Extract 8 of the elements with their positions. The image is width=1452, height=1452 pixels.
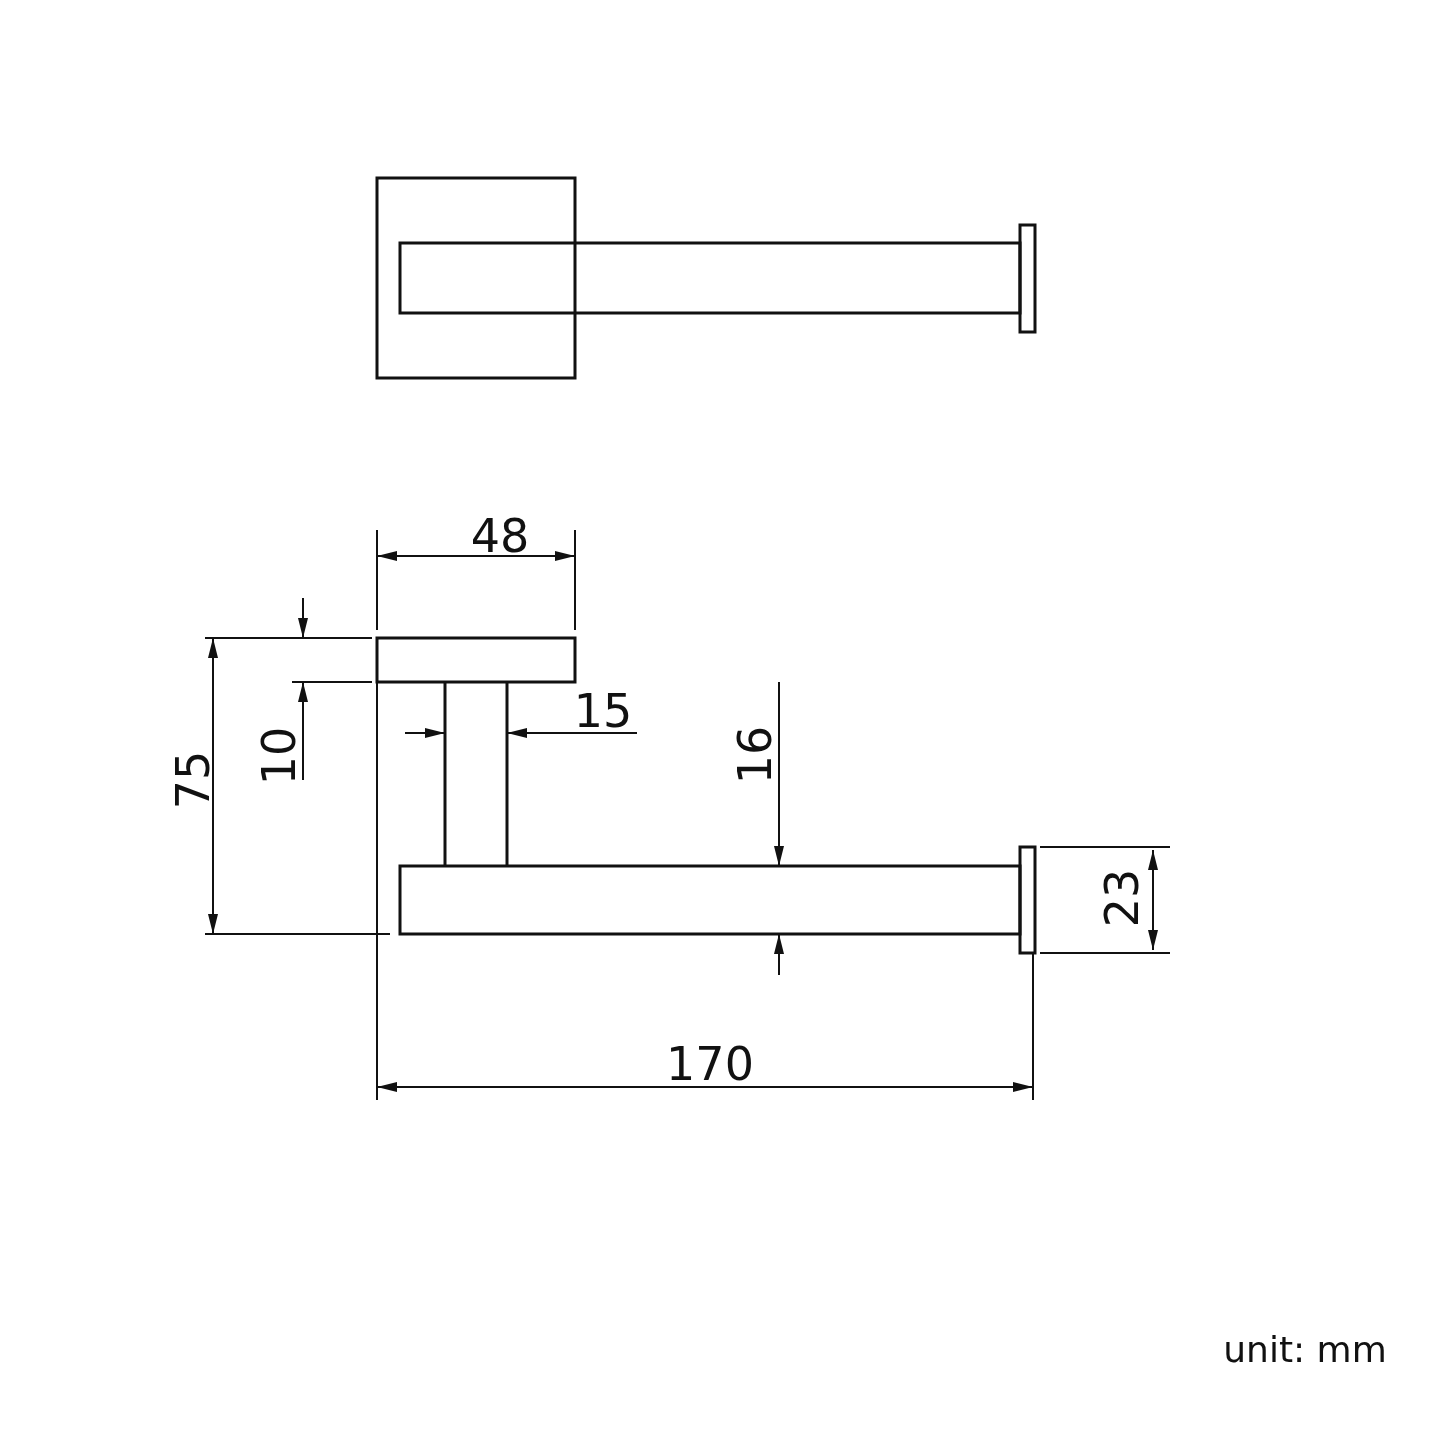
unit-note: unit: mm: [1223, 1332, 1387, 1368]
dimension-label: 15: [573, 688, 633, 734]
dimension-label: 10: [256, 726, 302, 786]
dimension-label: 23: [1099, 868, 1145, 928]
dimension-label: 16: [732, 725, 778, 785]
dimension-label: 75: [170, 750, 216, 810]
dimension-label: 48: [470, 513, 530, 559]
dimension-label: 170: [666, 1041, 754, 1087]
